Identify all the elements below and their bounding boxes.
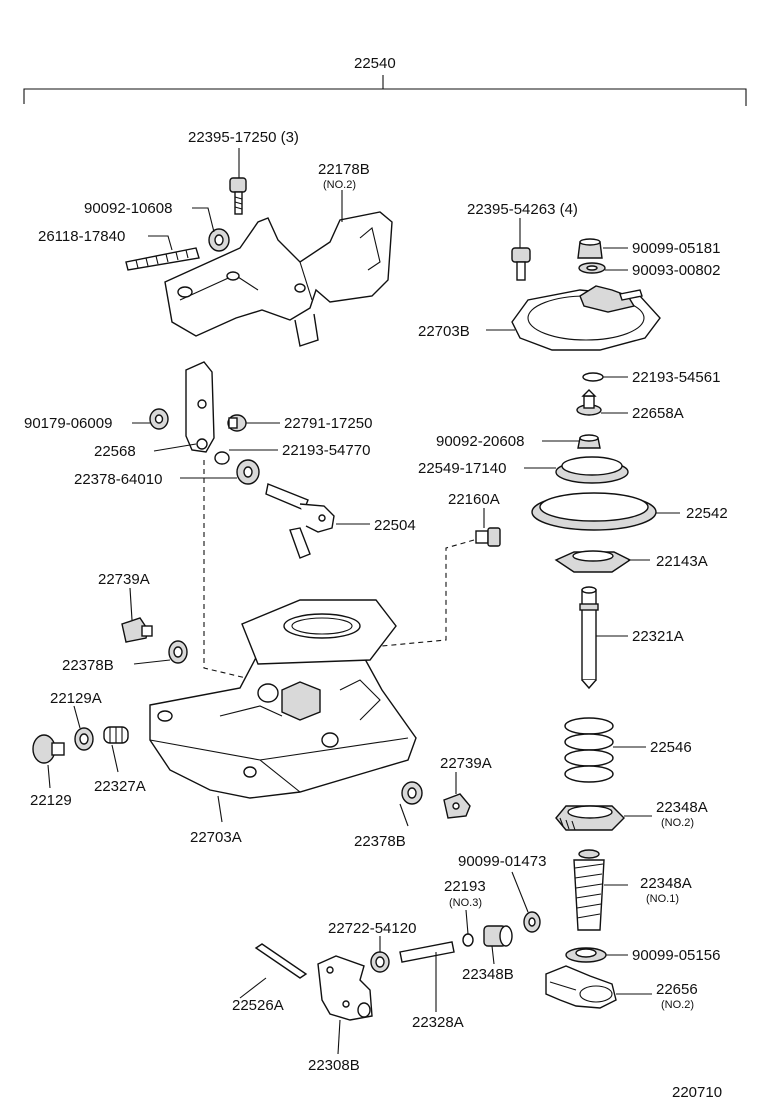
label-22656: 22656 <box>656 981 698 998</box>
label-22327A: 22327A <box>94 778 146 795</box>
label-22722-54120: 22722-54120 <box>328 920 416 937</box>
screw-22129 <box>32 734 65 764</box>
nut-90099-05181 <box>577 238 603 259</box>
pin-22791-17250 <box>227 414 247 432</box>
label-22739A-bottom: 22739A <box>440 755 492 772</box>
washer-22378B-top <box>168 640 188 664</box>
plate-22143A <box>554 550 632 573</box>
label-22348A-no2-sub: (NO.2) <box>661 817 694 829</box>
label-22395-17250: 22395-17250 (3) <box>188 129 299 146</box>
bushing-22348B <box>483 925 513 947</box>
label-22703B: 22703B <box>418 323 470 340</box>
nut-90092-20608 <box>577 434 601 449</box>
label-22526A: 22526A <box>232 997 284 1014</box>
assembly-number: 22540 <box>354 55 396 72</box>
label-22504: 22504 <box>374 517 416 534</box>
label-22348A-no2: 22348A <box>656 799 708 816</box>
label-22178B-sub: (NO.2) <box>323 179 356 191</box>
label-22328A: 22328A <box>412 1014 464 1031</box>
stud-26118-17840 <box>125 247 200 271</box>
label-22193-sub: (NO.3) <box>449 897 482 909</box>
label-90092-10608: 90092-10608 <box>84 200 172 217</box>
lever-22568 <box>185 361 215 453</box>
label-22549-17140: 22549-17140 <box>418 460 506 477</box>
bracket-22308B <box>317 955 373 1021</box>
label-90179-06009: 90179-06009 <box>24 415 112 432</box>
screw-22395-54263 <box>511 247 531 281</box>
label-22703A: 22703A <box>190 829 242 846</box>
label-22378B-top: 22378B <box>62 657 114 674</box>
worm-22348A-no1 <box>573 849 605 931</box>
label-22143A: 22143A <box>656 553 708 570</box>
label-90099-05181: 90099-05181 <box>632 240 720 257</box>
screw-22160A <box>475 527 501 547</box>
label-22348A-no1: 22348A <box>640 875 692 892</box>
label-22178B: 22178B <box>318 161 370 178</box>
label-22378-64010: 22378-64010 <box>74 471 162 488</box>
washer-22378B-bottom <box>401 781 423 805</box>
spring-22327A <box>103 726 129 744</box>
label-22656-sub: (NO.2) <box>661 999 694 1011</box>
label-90099-05156: 90099-05156 <box>632 947 720 964</box>
ring-22193-54770 <box>214 451 230 465</box>
label-22308B: 22308B <box>308 1057 360 1074</box>
assembly-bracket: 22540 <box>23 55 747 106</box>
bolt-22395-17250 <box>229 177 247 215</box>
label-22129A: 22129A <box>50 690 102 707</box>
lever-22656 <box>545 965 617 1009</box>
label-90092-20608: 90092-20608 <box>436 433 524 450</box>
plug-22739A-bottom <box>443 793 471 819</box>
ring-22193-no3 <box>462 933 474 947</box>
label-22193-54770: 22193-54770 <box>282 442 370 459</box>
label-22160A: 22160A <box>448 491 500 508</box>
leader-lines <box>47 148 680 1055</box>
bracket-22178b <box>164 211 393 347</box>
label-26118-17840: 26118-17840 <box>38 228 125 245</box>
cover-22703B <box>511 285 661 351</box>
spring-22546 <box>564 717 614 783</box>
washer-22378-64010 <box>236 459 260 485</box>
label-22546: 22546 <box>650 739 692 756</box>
part-labels: 22395-17250 (3) 22178B (NO.2) 90092-1060… <box>24 129 728 1101</box>
valve-22658A <box>576 389 602 416</box>
washer-90093-00802 <box>578 262 606 274</box>
label-22568: 22568 <box>94 443 136 460</box>
washer-22129A <box>74 727 94 751</box>
label-22739A-top: 22739A <box>98 571 150 588</box>
body-22703A <box>149 599 417 799</box>
label-22321A: 22321A <box>632 628 684 645</box>
label-90099-01473: 90099-01473 <box>458 853 546 870</box>
nut-90179-06009 <box>149 408 169 430</box>
rod-22321A <box>579 586 599 690</box>
ring-90099-01473 <box>523 911 541 933</box>
shaft-22328A <box>399 941 455 963</box>
diaphragm-22542 <box>531 492 657 531</box>
gear-22348A-no2 <box>555 805 625 831</box>
label-22348B: 22348B <box>462 966 514 983</box>
label-22658A: 22658A <box>632 405 684 422</box>
ring-22193-54561 <box>582 372 604 382</box>
label-22193-54561: 22193-54561 <box>632 369 720 386</box>
label-22378B-bottom: 22378B <box>354 833 406 850</box>
label-22129: 22129 <box>30 792 72 809</box>
label-90093-00802: 90093-00802 <box>632 262 720 279</box>
label-22542: 22542 <box>686 505 728 522</box>
label-22395-54263: 22395-54263 (4) <box>467 201 578 218</box>
label-22791-17250: 22791-17250 <box>284 415 372 432</box>
diagram-id: 220710 <box>672 1084 722 1101</box>
plug-22739A-top <box>121 617 153 643</box>
label-22348A-no1-sub: (NO.1) <box>646 893 679 905</box>
washer-90099-05156 <box>565 947 607 963</box>
label-22193: 22193 <box>444 878 486 895</box>
plate-22549-17140 <box>555 456 629 484</box>
collar-22722-54120 <box>370 951 390 973</box>
nut-90092-10608 <box>208 228 230 252</box>
pin-22526A <box>254 943 308 979</box>
shaft-22504 <box>265 483 335 559</box>
